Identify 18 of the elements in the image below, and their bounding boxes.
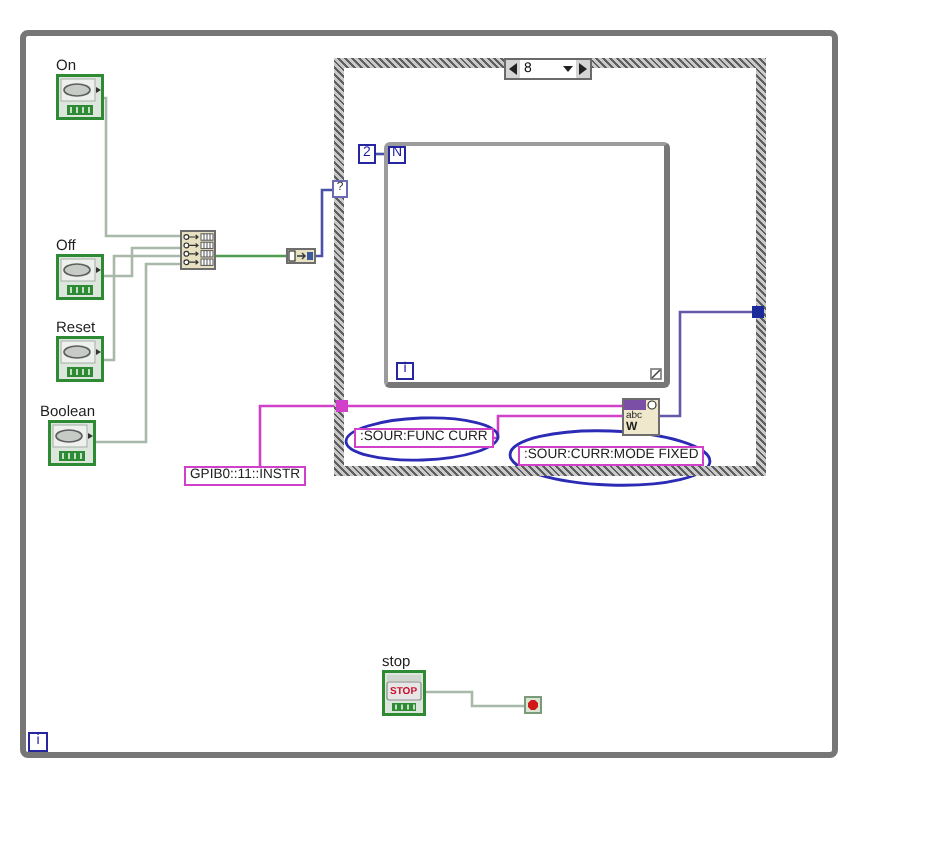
stop-condition-terminal <box>524 696 542 714</box>
wire <box>104 254 180 362</box>
wire <box>104 246 180 278</box>
wire <box>660 310 752 418</box>
while-loop-frame <box>20 30 838 758</box>
wire <box>216 254 286 258</box>
case-structure-frame <box>334 58 766 476</box>
wire-tunnel <box>752 306 764 318</box>
wire <box>95 262 180 444</box>
wire <box>348 404 622 408</box>
for-loop-frame <box>384 142 670 388</box>
wire <box>316 188 332 258</box>
wire <box>258 404 336 466</box>
wire-tunnel <box>336 400 348 412</box>
wire <box>103 96 180 238</box>
wire <box>426 690 524 708</box>
wire <box>493 414 622 440</box>
visa-write-node <box>622 398 660 436</box>
